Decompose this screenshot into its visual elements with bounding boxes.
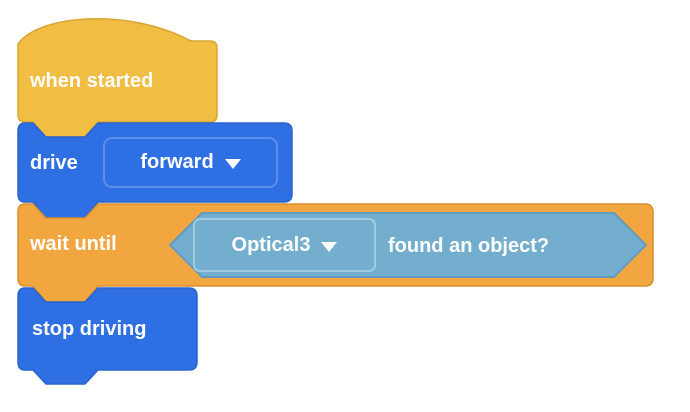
drive-block[interactable] (17, 122, 293, 219)
drive-label: drive (30, 152, 78, 174)
optical-sensor-value: Optical3 (231, 233, 311, 256)
found-an-object-label: found an object? (388, 235, 550, 257)
wait-until-label: wait until (30, 233, 117, 255)
caret-down-icon (224, 159, 241, 169)
when-started-label: when started (30, 70, 154, 92)
when-started-block[interactable] (17, 18, 218, 138)
drive-direction-dropdown[interactable]: forward (103, 137, 278, 188)
stop-driving-block[interactable] (17, 287, 198, 385)
stop-driving-label: stop driving (32, 318, 147, 340)
drive-direction-value: forward (140, 151, 214, 173)
caret-down-icon (321, 241, 338, 252)
optical-sensor-dropdown[interactable]: Optical3 (193, 218, 376, 272)
optical-found-object-condition[interactable] (169, 212, 647, 278)
